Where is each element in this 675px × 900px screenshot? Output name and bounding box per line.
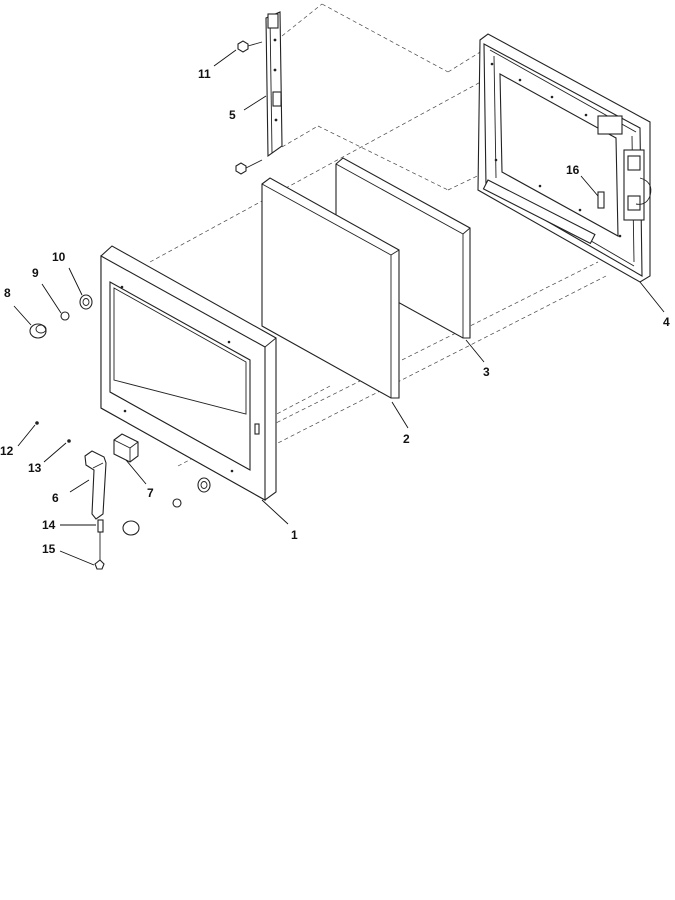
small-washer <box>60 311 70 321</box>
grommet <box>79 294 93 310</box>
outer-door <box>100 245 277 501</box>
handle-nut <box>94 559 105 570</box>
door-handle <box>84 450 107 520</box>
callout-9: 9 <box>32 266 39 280</box>
small-washer-lower <box>172 498 182 508</box>
callout-4: 4 <box>663 315 670 329</box>
callout-15: 15 <box>42 542 56 556</box>
door-bumper-lower <box>122 520 140 536</box>
door-bumper <box>29 323 47 339</box>
callout-3: 3 <box>483 365 490 379</box>
callout-13: 13 <box>28 461 42 475</box>
callout-6: 6 <box>52 491 59 505</box>
callouts: 1 2 3 4 5 6 7 8 9 10 11 12 13 14 15 16 <box>0 67 670 556</box>
callout-11: 11 <box>198 67 211 81</box>
hinge-bracket <box>265 11 283 158</box>
callout-7: 7 <box>147 486 154 500</box>
handle-mount <box>113 433 139 463</box>
handle-spacer <box>97 519 104 562</box>
middle-glass-panel <box>261 177 400 399</box>
callout-5: 5 <box>229 108 236 122</box>
inner-door-frame <box>477 33 652 283</box>
handle-screw-lower <box>67 439 71 443</box>
handle-screw-upper <box>35 421 39 425</box>
leader-lines <box>13 49 665 566</box>
hinge-screw-upper <box>237 40 263 53</box>
callout-1: 1 <box>291 528 298 542</box>
callout-16: 16 <box>566 163 580 177</box>
callout-12: 12 <box>0 444 14 458</box>
callout-2: 2 <box>403 432 410 446</box>
callout-8: 8 <box>4 286 11 300</box>
callout-10: 10 <box>52 250 66 264</box>
callout-14: 14 <box>42 518 56 532</box>
grommet-lower <box>197 477 211 493</box>
hinge-screw-lower <box>235 159 263 175</box>
